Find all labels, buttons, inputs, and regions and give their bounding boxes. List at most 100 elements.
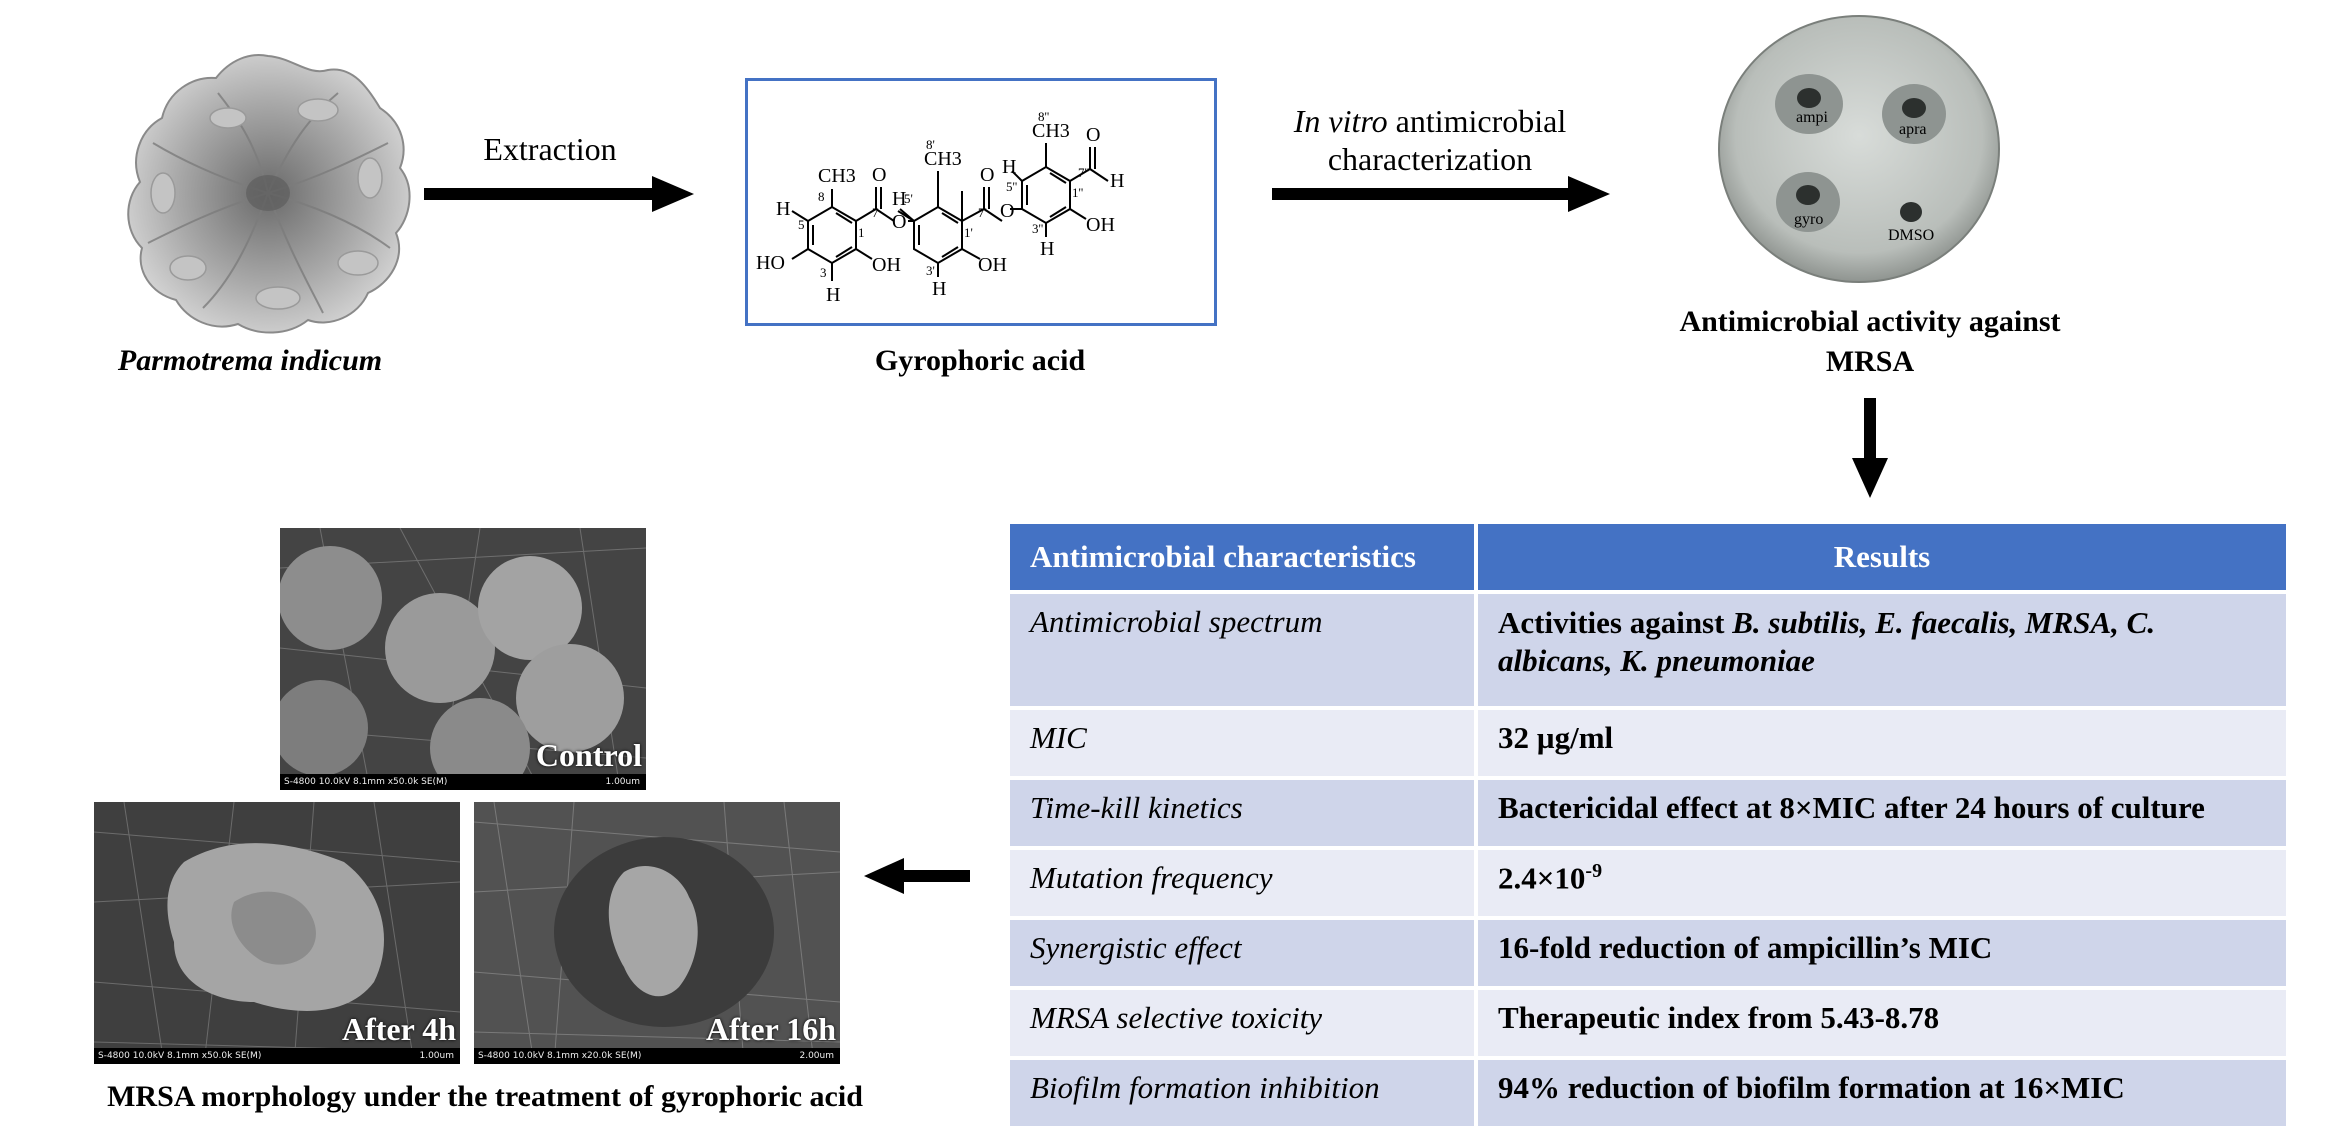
plate-caption-line2: MRSA	[1825, 345, 1915, 378]
sem-caption: MRSA morphology under the treatment of g…	[107, 1080, 863, 1113]
down-arrow	[1852, 398, 1888, 503]
sem-control-label: Control	[535, 737, 642, 773]
sem-info-text: S-4800 10.0kV 8.1mm x20.0k SE(M)	[478, 1051, 642, 1061]
num-3pp: 3''	[1032, 221, 1043, 236]
atom-ch3-b: CH3	[924, 148, 962, 170]
num-1p: 1'	[964, 225, 973, 240]
sem-scale-text: 2.00um	[799, 1051, 834, 1061]
lichen-caption: Parmotrema indicum	[117, 344, 383, 377]
atom-h2: H	[826, 284, 840, 306]
result-prefix: Activities against	[1498, 605, 1733, 640]
characterization-text: characterization	[1327, 141, 1533, 177]
header-results: Results	[1478, 524, 2286, 590]
atom-o4: O	[1000, 200, 1014, 222]
extraction-label: Extraction	[483, 131, 617, 167]
table-row: Antimicrobial spectrum Activities agains…	[1010, 590, 2286, 706]
sem-after16h-image: After 16h S-4800 10.0kV 8.1mm x20.0k SE(…	[474, 802, 840, 1064]
sem-info-bar: S-4800 10.0kV 8.1mm x50.0k SE(M)1.00um	[94, 1048, 460, 1064]
atom-o5: O	[1086, 124, 1100, 146]
atom-o2: O	[892, 211, 906, 233]
table-row: MIC 32 µg/ml	[1010, 706, 2286, 776]
compound-caption: Gyrophoric acid	[874, 344, 1086, 377]
atom-ch3-a: CH3	[818, 165, 856, 187]
well-label-apra: apra	[1899, 121, 1927, 138]
row-label: Antimicrobial spectrum	[1010, 594, 1478, 706]
well-label-gyro: gyro	[1794, 211, 1823, 228]
num-8p: 8'	[926, 137, 935, 152]
sem-scale-text: 1.00um	[419, 1051, 454, 1061]
sem-after16h-label: After 16h	[705, 1011, 836, 1047]
table-row: Biofilm formation inhibition 94% reducti…	[1010, 1056, 2286, 1126]
row-label: MIC	[1010, 710, 1478, 776]
characterization-label: In vitro antimicrobial characterization	[1270, 102, 1590, 178]
header-characteristics: Antimicrobial characteristics	[1010, 524, 1478, 590]
result-exponent: -9	[1585, 860, 1603, 882]
sem-info-text: S-4800 10.0kV 8.1mm x50.0k SE(M)	[284, 777, 448, 787]
table-row: Mutation frequency 2.4×10-9	[1010, 846, 2286, 916]
atom-h5: H	[1002, 156, 1016, 178]
atom-oh2: OH	[978, 254, 1007, 276]
result-base: 2.4×10	[1498, 860, 1586, 896]
sem-control-picture	[280, 528, 646, 790]
atom-oh1: OH	[872, 254, 901, 276]
atom-h1: H	[776, 198, 790, 220]
table-header-row: Antimicrobial characteristics Results	[1010, 524, 2286, 590]
sem-after4h-label: After 4h	[341, 1011, 456, 1047]
row-result: 94% reduction of biofilm formation at 16…	[1478, 1060, 2286, 1126]
table-row: Time-kill kinetics Bactericidal effect a…	[1010, 776, 2286, 846]
plate-caption-line1: Antimicrobial activity against	[1679, 305, 2061, 338]
row-result: 32 µg/ml	[1478, 710, 2286, 776]
row-label: Synergistic effect	[1010, 920, 1478, 986]
row-result: Activities against B. subtilis, E. faeca…	[1478, 594, 2286, 706]
right-arrow-icon	[424, 176, 694, 212]
results-table: Antimicrobial characteristics Results An…	[1010, 524, 2286, 1126]
table-row: MRSA selective toxicity Therapeutic inde…	[1010, 986, 2286, 1056]
row-result: 2.4×10-9	[1478, 850, 2286, 916]
num-1: 1	[858, 225, 865, 240]
num-3p: 3'	[926, 263, 935, 278]
sem-after4h-picture	[94, 802, 460, 1064]
num-7: 7	[872, 205, 879, 220]
down-arrow-icon	[1852, 398, 1888, 498]
plate-caption: Antimicrobial activity against MRSA	[1600, 302, 2140, 382]
row-label: Time-kill kinetics	[1010, 780, 1478, 846]
well-label-dmso: DMSO	[1888, 227, 1934, 244]
extraction-arrow	[424, 176, 694, 217]
left-arrow-icon	[864, 858, 970, 894]
structure-frame: CH3 CH3 CH3 O O O O O OH OH OH HO H H H …	[745, 78, 1217, 326]
sem-info-bar: S-4800 10.0kV 8.1mm x20.0k SE(M) 2.00um	[474, 1048, 840, 1064]
lichen-icon	[127, 54, 411, 334]
sem-after4h-image: After 4h S-4800 10.0kV 8.1mm x50.0k SE(M…	[94, 802, 460, 1064]
row-label: Mutation frequency	[1010, 850, 1478, 916]
num-8: 8	[818, 189, 825, 204]
left-arrow	[864, 858, 970, 899]
in-vitro-text: In vitro	[1293, 103, 1388, 139]
num-3: 3	[820, 265, 827, 280]
petri-dish-icon: ampi apra gyro DMSO	[1718, 15, 2000, 283]
right-arrow-icon	[1272, 176, 1610, 212]
num-1pp: 1''	[1072, 185, 1083, 200]
antimicrobial-text: antimicrobial	[1387, 103, 1567, 139]
characterization-arrow	[1272, 176, 1610, 217]
table-row: Synergistic effect 16-fold reduction of …	[1010, 916, 2286, 986]
row-result: 16-fold reduction of ampicillin’s MIC	[1478, 920, 2286, 986]
row-result: Bactericidal effect at 8×MIC after 24 ho…	[1478, 780, 2286, 846]
num-7pp: 7''	[1078, 165, 1089, 180]
result-species: B. subtilis, E. faecalis, MRSA, C. albic…	[1498, 605, 2156, 678]
row-result: Therapeutic index from 5.43-8.78	[1478, 990, 2286, 1056]
row-label: Biofilm formation inhibition	[1010, 1060, 1478, 1126]
atom-oh-top: H	[1110, 170, 1124, 192]
atom-ch3-c: CH3	[1032, 120, 1070, 142]
well-label-ampi: ampi	[1796, 109, 1829, 126]
agar-plate: ampi apra gyro DMSO	[1718, 14, 2000, 284]
atom-o3: O	[980, 164, 994, 186]
sem-after16h-picture	[474, 802, 840, 1064]
num-5p: 5'	[904, 191, 913, 206]
sem-control-image: Control S-4800 10.0kV 8.1mm x50.0k SE(M)…	[280, 528, 646, 790]
atom-h4: H	[932, 278, 946, 300]
sem-scale-text: 1.00um	[605, 777, 640, 787]
atom-h3: H	[892, 188, 906, 210]
row-label: MRSA selective toxicity	[1010, 990, 1478, 1056]
atom-ho: HO	[756, 252, 785, 274]
sem-info-bar: S-4800 10.0kV 8.1mm x50.0k SE(M) 1.00um	[280, 774, 646, 790]
